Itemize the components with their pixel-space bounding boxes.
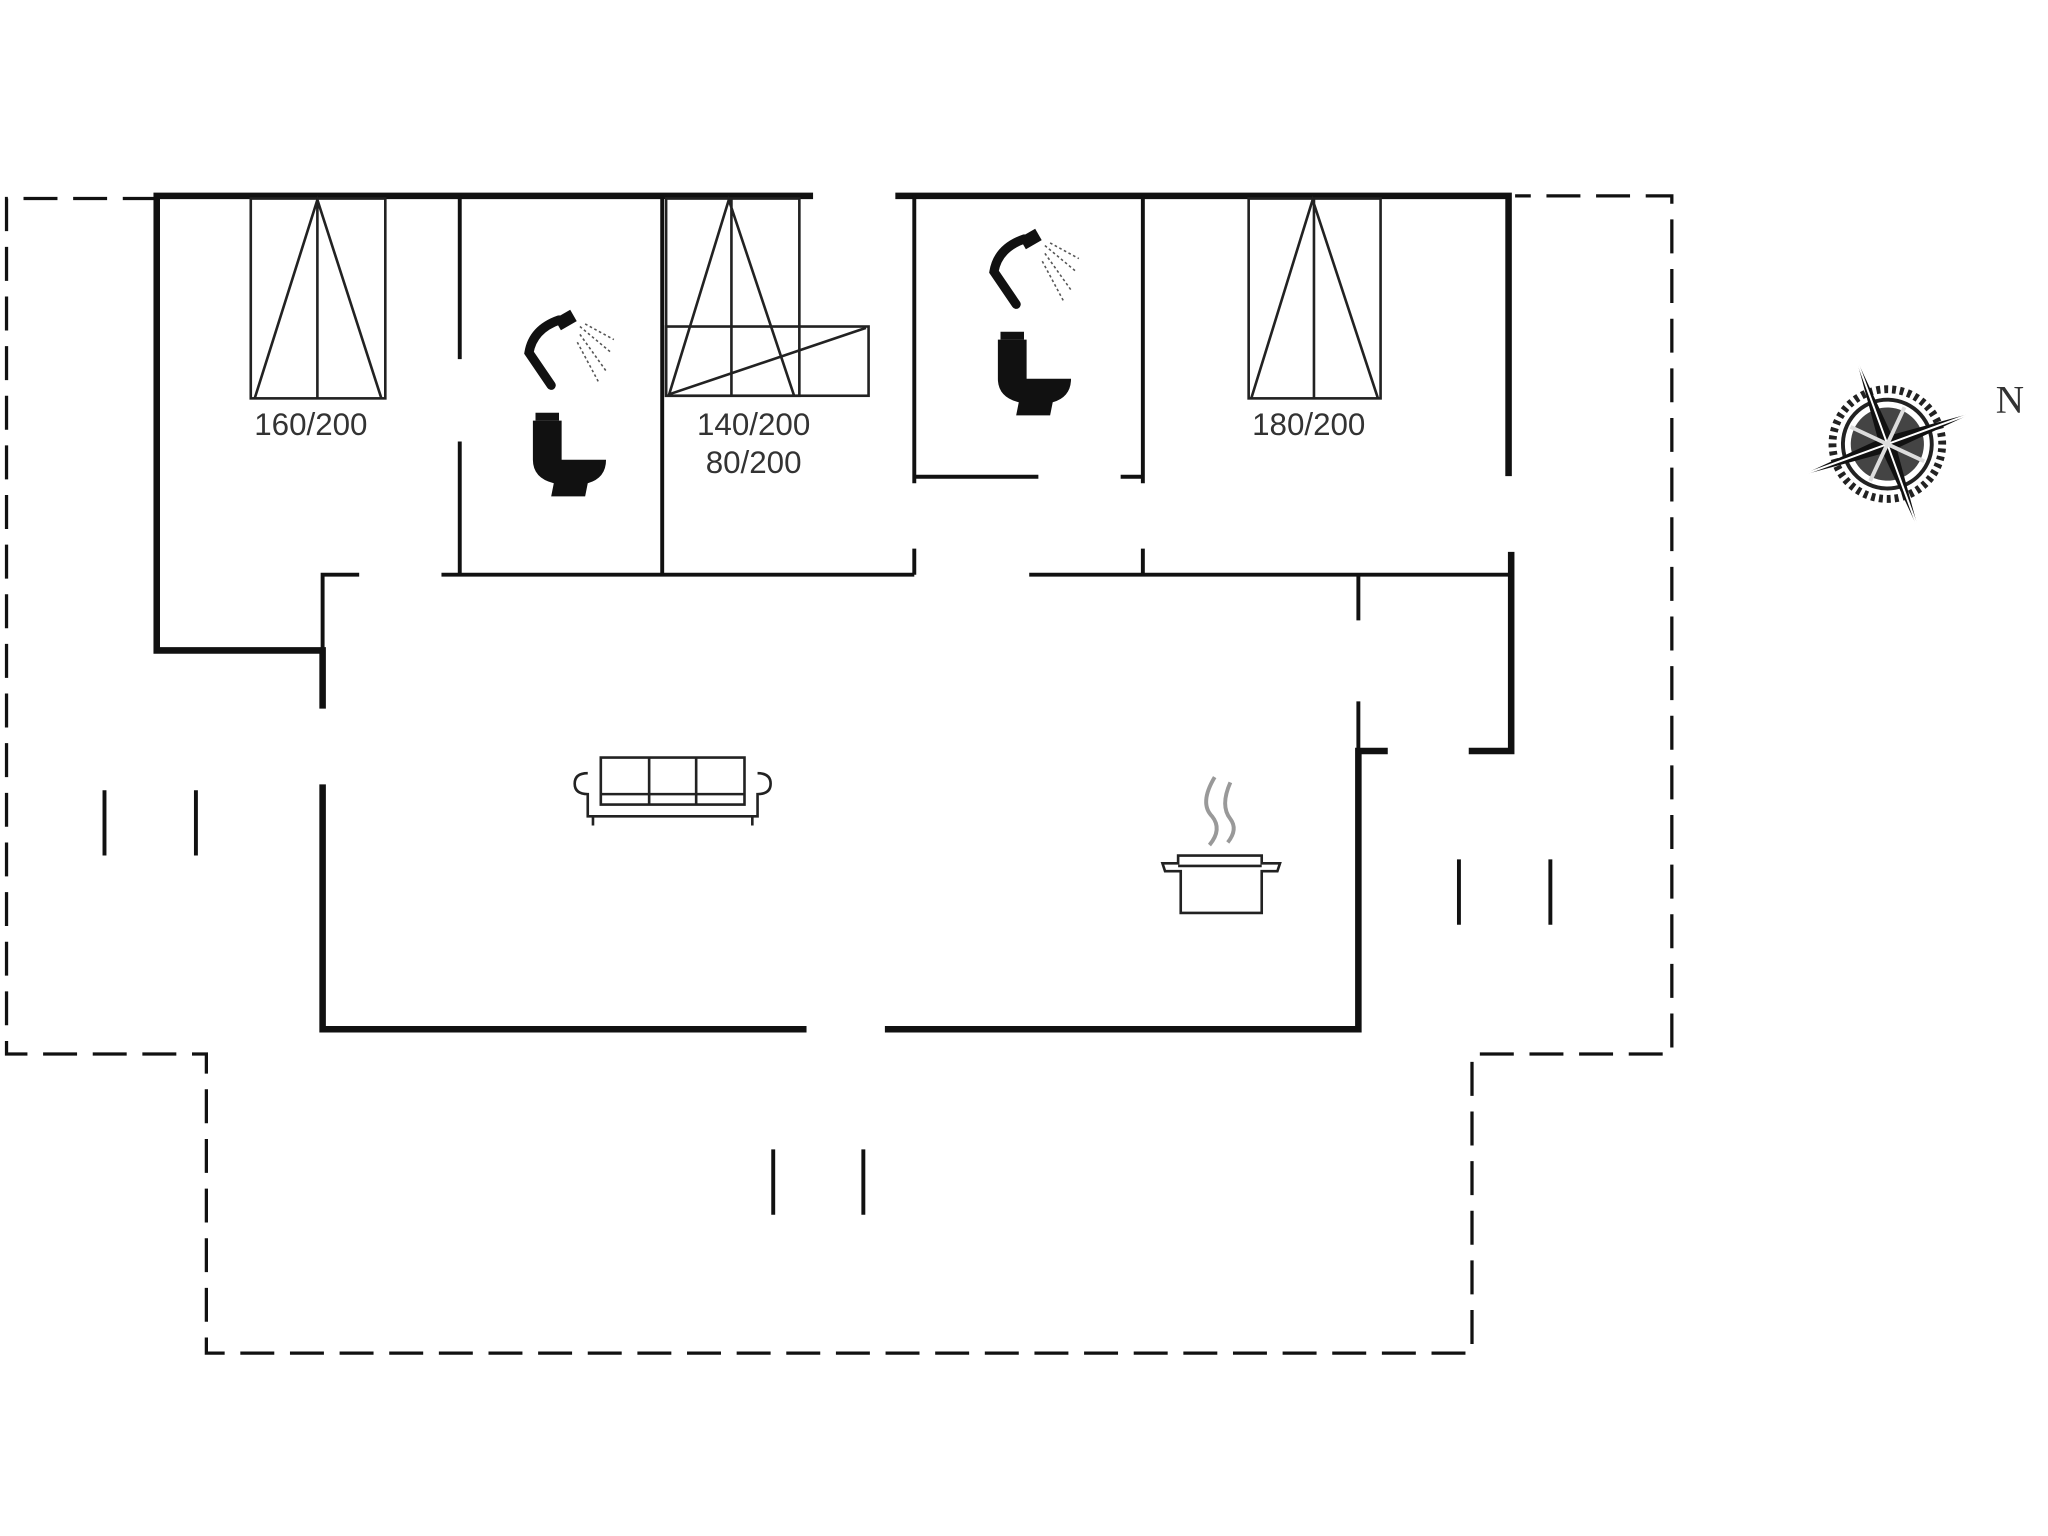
door-marks [102, 790, 1553, 1215]
shower-icon [524, 309, 615, 390]
bed-size-label: 180/200 [1252, 407, 1365, 442]
bed-icon [664, 195, 870, 398]
bed-size-label: 160/200 [254, 407, 367, 442]
bed-icon [1247, 195, 1382, 400]
bed-size-label: 80/200 [706, 445, 802, 480]
cooking-pot-icon [1160, 776, 1282, 915]
sofa-icon [573, 756, 772, 826]
toilet-icon [997, 331, 1072, 416]
compass-rose-icon [1801, 357, 1974, 531]
exterior-walls [153, 192, 1515, 1033]
bed-icon [249, 195, 387, 400]
terrace-outline [4, 194, 1674, 1355]
bed-size-label: 140/200 [697, 407, 810, 442]
shower-icon [989, 228, 1080, 309]
interior-walls [320, 195, 1512, 752]
toilet-icon [532, 412, 607, 497]
north-label: N [1996, 379, 2024, 422]
